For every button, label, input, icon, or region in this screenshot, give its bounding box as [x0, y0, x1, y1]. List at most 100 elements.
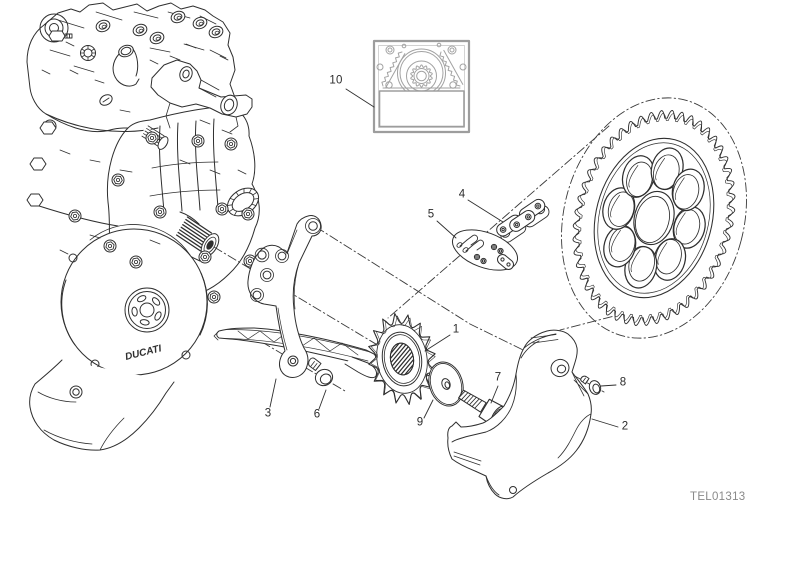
master-link-kit-detail: [492, 245, 496, 249]
engine-assembly-detail-detail: [59, 149, 71, 155]
callout-master-link-kit[interactable]: 5: [427, 208, 435, 221]
engine-assembly-detail-detail: [245, 211, 250, 216]
output-shaft-detail-detail: [185, 218, 211, 237]
chain-guide-bracket-detail: [262, 270, 272, 280]
chain-link-section-detail-detail: [513, 221, 521, 228]
leader-front-sprocket: [424, 334, 451, 352]
callout-sprocket-cover[interactable]: 2: [621, 420, 629, 433]
engine-assembly-detail-detail: [198, 21, 204, 26]
engine-assembly: DUCATI: [26, 2, 260, 451]
engine-assembly-detail-detail: [214, 30, 220, 35]
output-shaft-detail-detail: [175, 234, 202, 252]
chain-guide-bracket-detail: [252, 290, 262, 300]
chain-detail-inset-detail: [376, 42, 467, 98]
callout-chain-detail-inset[interactable]: 10: [329, 74, 343, 87]
output-shaft-detail-detail: [177, 231, 203, 250]
engine-assembly-detail-detail-detail: [228, 208, 234, 213]
rear-sprocket-detail-detail: [674, 177, 685, 200]
chain-link-section-detail-detail: [534, 202, 542, 210]
callout-slider-bolt[interactable]: 6: [313, 408, 321, 421]
sprocket-bolt-detail-detail: [463, 393, 472, 402]
callout-sprocket-washer[interactable]: 9: [416, 416, 424, 429]
engine-assembly-detail-detail: [147, 133, 157, 143]
axis-chain-upper: [387, 125, 610, 319]
master-link-kit-detail: [456, 234, 485, 253]
front-sprocket-detail-detail: [376, 324, 428, 394]
rear-sprocket-detail-detail: [633, 190, 675, 246]
engine-assembly-detail-detail: [176, 15, 182, 20]
engine-assembly-detail-detail: [237, 169, 247, 175]
engine-assembly-detail-detail-detail: [248, 188, 252, 194]
axis-bracket-cover: [315, 226, 605, 393]
callout-chain-guide-bracket[interactable]: 3: [264, 407, 272, 420]
chain-detail-inset-detail-detail: [413, 68, 430, 84]
rear-sprocket-detail-detail: [655, 157, 666, 181]
rear-sprocket-detail-detail: [574, 113, 734, 323]
output-shaft-detail-detail: [186, 216, 213, 234]
engine-assembly-detail-detail: [135, 26, 145, 34]
rear-sprocket-detail-detail: [655, 239, 682, 275]
rear-sprocket-detail-detail: [608, 226, 636, 262]
engine-assembly-detail-detail: [193, 136, 203, 146]
callout-sprocket-bolt[interactable]: 7: [494, 371, 502, 384]
sprocket-cover-detail: [485, 475, 500, 496]
sprocket-washer: [428, 361, 464, 407]
engine-assembly-detail-detail: [152, 34, 162, 42]
sprocket-cover-detail: [557, 413, 592, 459]
engine-assembly-detail: [72, 388, 80, 396]
chain-link-section-detail-detail: [525, 213, 532, 221]
chain-link-section-detail: [496, 198, 550, 243]
engine-assembly-detail-detail: [89, 159, 101, 163]
callout-cover-bolt[interactable]: 8: [619, 376, 627, 389]
rear-sprocket-detail: [561, 97, 747, 339]
drawing-code: TEL01313: [690, 491, 746, 503]
engine-assembly-detail-detail-detail: [253, 198, 259, 200]
output-shaft-detail-detail: [179, 229, 205, 247]
engine-assembly-detail-detail: [211, 294, 216, 299]
leader-chain-link-section: [467, 199, 504, 223]
engine-assembly-detail-detail: [149, 239, 161, 245]
engine-assembly-detail-detail: [228, 141, 233, 146]
engine-assembly-detail-detail: [119, 109, 131, 113]
engine-assembly-detail-detail: [221, 129, 233, 135]
clutch-cover-detail: [124, 287, 170, 333]
chain-guide-bracket-detail: [277, 229, 300, 351]
engine-assembly-detail-detail: [157, 209, 162, 214]
engine-assembly-detail-detail: [119, 169, 133, 173]
engine-assembly-detail-detail: [226, 139, 236, 149]
engine-assembly-detail: [83, 48, 93, 58]
front-sprocket-detail-detail-detail: [394, 347, 416, 374]
engine-assembly-detail: [48, 30, 66, 42]
engine-assembly-detail: [29, 157, 47, 171]
leader-chain-detail-inset: [345, 88, 375, 108]
engine-assembly-detail-detail: [155, 207, 165, 217]
callout-leader-lines: [269, 88, 619, 428]
master-link-kit-detail-detail: [456, 242, 463, 248]
front-sprocket-detail-detail: [389, 342, 415, 376]
callout-chain-link-section[interactable]: 4: [458, 188, 466, 201]
engine-assembly-detail: [95, 10, 224, 45]
engine-assembly-detail-detail: [116, 177, 121, 182]
rear-sprocket-detail-detail: [610, 194, 620, 218]
leader-cover-bolt: [600, 384, 617, 387]
output-shaft-detail: [206, 240, 214, 250]
sprocket-cover-detail: [571, 371, 589, 397]
slider-bolt-detail: [319, 373, 332, 385]
master-link-kit-detail: [497, 247, 504, 255]
engine-assembly-detail-detail-detail: [227, 204, 233, 206]
engine-assembly-detail-detail: [247, 258, 252, 263]
clutch-cover-detail-detail: [154, 311, 162, 321]
cover-bolt-detail: [588, 380, 602, 395]
output-shaft-detail-detail: [180, 226, 206, 244]
leader-sprocket-cover: [591, 418, 619, 428]
chain-detail-inset-detail-detail: [443, 49, 464, 85]
master-link-kit-detail-detail: [462, 247, 469, 253]
chain-link-section-detail-detail: [509, 210, 536, 232]
chain-detail-inset-detail-detail: [439, 51, 461, 87]
callout-front-sprocket[interactable]: 1: [452, 323, 460, 336]
rear-sprocket-detail-detail: [628, 165, 639, 188]
sprocket-washer-detail: [429, 363, 463, 405]
chain-detail-inset-detail-detail: [449, 47, 455, 53]
sprocket-cover-detail: [550, 358, 570, 378]
